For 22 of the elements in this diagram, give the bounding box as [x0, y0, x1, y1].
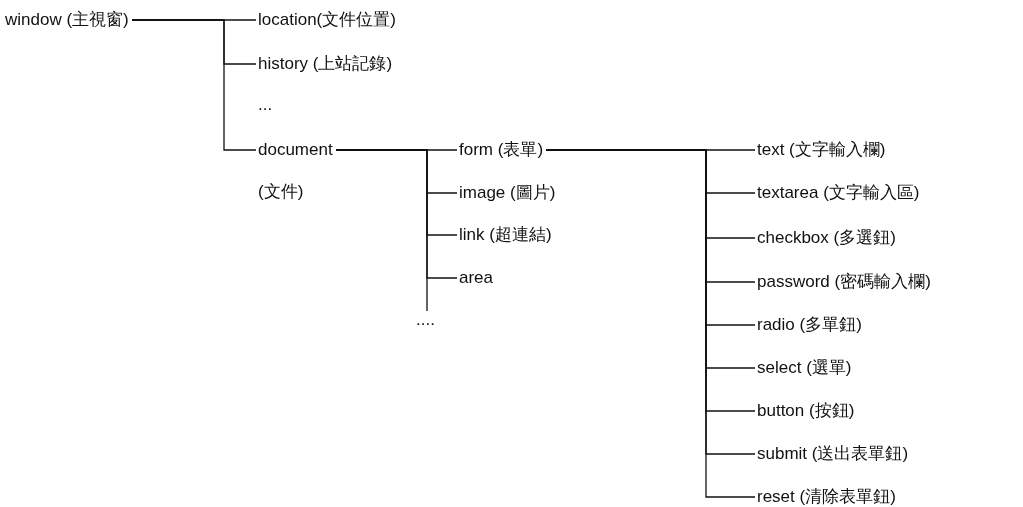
- tree-label: textarea (文字輸入區): [757, 182, 920, 204]
- tree-label: reset (清除表單鈕): [757, 486, 896, 507]
- tree-label: link (超連結): [459, 224, 552, 246]
- tree-label: document: [258, 139, 333, 161]
- tree-label: button (按鈕): [757, 400, 855, 422]
- tree-sublabel: (文件): [258, 181, 305, 203]
- tree-label: checkbox (多選鈕): [757, 227, 896, 249]
- tree-label: text (文字輸入欄): [757, 139, 886, 161]
- tree-label: history (上站記錄): [258, 53, 393, 75]
- tree-label: radio (多單鈕): [757, 314, 862, 336]
- tree-label: window (主視窗): [5, 9, 129, 31]
- tree-label: select (選單): [757, 357, 852, 379]
- tree-label: area: [459, 267, 494, 289]
- tree-label: form (表單): [459, 139, 544, 161]
- connector-line: [131, 19, 257, 151]
- tree-label: location(文件位置): [258, 9, 396, 31]
- tree-label: submit (送出表單鈕): [757, 443, 909, 465]
- tree-label: ....: [416, 309, 435, 331]
- ellipsis-label: ...: [258, 94, 273, 116]
- connector-line: [335, 149, 428, 312]
- tree-label: password (密碼輸入欄): [757, 271, 931, 293]
- tree-label: image (圖片): [459, 182, 556, 204]
